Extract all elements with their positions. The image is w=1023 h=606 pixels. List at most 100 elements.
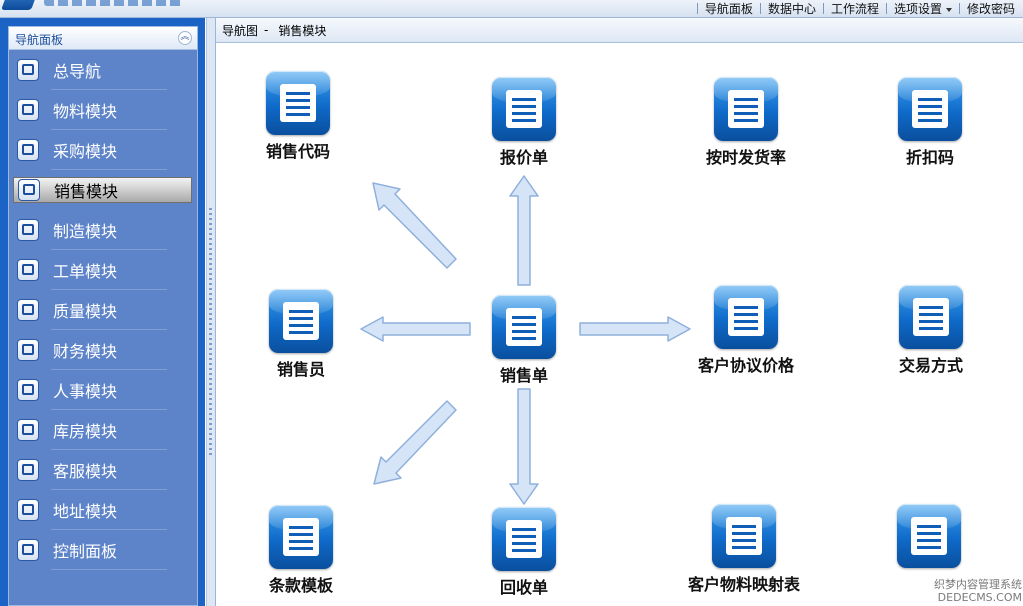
flow-arrows (360, 175, 691, 505)
home-icon (17, 59, 39, 81)
menu-separator (696, 3, 698, 14)
module-customer-contact[interactable] (859, 504, 999, 571)
module-ontime-delivery-rate[interactable]: 按时发货率 (676, 77, 816, 168)
nav-list: 总导航 物料模块 采购模块 销售模块 制造模块 工单模块 质量模块 财务模块 人… (9, 50, 197, 570)
module-label: 按时发货率 (705, 148, 786, 167)
sidebar-item-label: 人事模块 (53, 382, 118, 401)
quality-icon (17, 299, 39, 321)
module-terms-template[interactable]: 条款模板 (231, 505, 371, 596)
module-customer-price[interactable]: 客户协议价格 (676, 285, 816, 376)
sidebar-item-label: 库房模块 (53, 422, 118, 441)
module-payment-method[interactable]: 交易方式 (861, 285, 1001, 376)
sales-code-icon-glyph (280, 84, 316, 122)
arrow-to-quote (509, 175, 539, 286)
sidebar-item-label: 控制面板 (53, 542, 118, 561)
sidebar-item-label: 地址模块 (53, 502, 118, 521)
module-quote[interactable]: 报价单 (454, 77, 594, 168)
sidebar-item-label: 销售模块 (54, 182, 119, 201)
menu-separator (958, 3, 960, 14)
address-icon (17, 499, 39, 521)
module-label: 销售员 (276, 360, 325, 379)
menu-change-password[interactable]: 修改密码 (966, 2, 1015, 16)
module-discount-code[interactable]: 折扣码 (860, 77, 1000, 168)
ontime-delivery-icon (714, 77, 778, 141)
sidebar-item-label: 物料模块 (53, 102, 118, 121)
sidebar-item-label: 财务模块 (53, 342, 118, 361)
watermark-line1: 织梦内容管理系统 (934, 578, 1022, 591)
sidebar-item-sales[interactable]: 销售模块 (13, 177, 192, 203)
sidebar-item-workorder[interactable]: 工单模块 (9, 250, 197, 290)
discount-code-icon (898, 77, 962, 141)
sidebar-item-label: 质量模块 (53, 302, 118, 321)
module-label: 条款模板 (268, 576, 333, 595)
main-area: 导航图 - 销售模块 销售代码 (215, 18, 1023, 606)
sidebar-item-manufacturing[interactable]: 制造模块 (9, 210, 197, 250)
menu-separator (885, 3, 887, 14)
sidebar-item-purchasing[interactable]: 采购模块 (9, 130, 197, 170)
sidebar-item-label: 制造模块 (53, 222, 118, 241)
breadcrumb-separator: - (264, 23, 269, 37)
breadcrumb-root[interactable]: 导航图 (222, 23, 259, 38)
menu-data-center[interactable]: 数据中心 (767, 2, 816, 16)
sidebar-item-warehouse[interactable]: 库房模块 (9, 410, 197, 450)
return-receipt-icon (492, 507, 556, 571)
ontime-delivery-icon-glyph (728, 90, 764, 128)
menu-workflow[interactable]: 工作流程 (830, 2, 879, 16)
nav-panel-title: 导航面板 (15, 33, 64, 47)
module-label: 报价单 (499, 148, 548, 167)
arrow-to-salesperson (360, 316, 471, 342)
arrow-to-sales-code (372, 182, 457, 269)
factory-icon (17, 219, 39, 241)
nav-panel-header: 导航面板 ︽ (9, 27, 197, 50)
left-panel: 导航面板 ︽ 总导航 物料模块 采购模块 销售模块 制造模块 工单模块 质量模块… (0, 18, 205, 606)
module-sales-code[interactable]: 销售代码 (228, 71, 368, 162)
personnel-icon (17, 379, 39, 401)
customer-contact-icon-glyph (911, 517, 947, 555)
sidebar-item-quality[interactable]: 质量模块 (9, 290, 197, 330)
sidebar-item-general[interactable]: 总导航 (9, 50, 197, 90)
sidebar-item-materials[interactable]: 物料模块 (9, 90, 197, 130)
top-menu: 导航面板 数据中心 工作流程 选项设置 修改密码 (690, 0, 1015, 17)
customer-price-icon-glyph (728, 298, 764, 336)
sidebar-item-label: 工单模块 (53, 262, 118, 281)
sidebar-item-personnel[interactable]: 人事模块 (9, 370, 197, 410)
sidebar-item-label: 客服模块 (53, 462, 118, 481)
module-return-receipt[interactable]: 回收单 (454, 507, 594, 598)
menu-options[interactable]: 选项设置 (894, 0, 952, 17)
support-icon (17, 459, 39, 481)
sidebar-item-finance[interactable]: 财务模块 (9, 330, 197, 370)
terms-template-icon-glyph (283, 518, 319, 556)
arrow-to-terms-template (373, 400, 457, 485)
menu-nav-panel[interactable]: 导航面板 (704, 2, 753, 16)
sidebar-item-address[interactable]: 地址模块 (9, 490, 197, 530)
sidebar-item-label: 总导航 (53, 62, 102, 81)
splitter-grip (209, 208, 212, 458)
module-sales-order[interactable]: 销售单 (454, 295, 594, 386)
dollar-icon-glyph (913, 298, 949, 336)
module-customer-material-map[interactable]: 客户物料映射表 (674, 504, 814, 595)
module-salesperson[interactable]: 销售员 (231, 289, 371, 380)
watermark-line2: DEDECMS.COM (937, 591, 1022, 604)
module-label: 折扣码 (905, 148, 954, 167)
customer-contact-icon (897, 504, 961, 568)
workorder-icon (17, 259, 39, 281)
watermark: 织梦内容管理系统 DEDECMS.COM (934, 578, 1022, 604)
salesperson-icon (269, 289, 333, 353)
material-map-icon (712, 504, 776, 568)
arrow-to-receipt (509, 388, 539, 505)
module-label: 交易方式 (898, 356, 963, 375)
finance-icon (17, 339, 39, 361)
quote-icon (492, 77, 556, 141)
module-label: 客户物料映射表 (687, 575, 800, 594)
materials-icon (17, 99, 39, 121)
top-bar: 导航面板 数据中心 工作流程 选项设置 修改密码 (0, 0, 1023, 18)
logo (1, 0, 37, 10)
customer-price-icon (714, 285, 778, 349)
breadcrumb: 导航图 - 销售模块 (216, 18, 1023, 43)
module-label: 销售代码 (265, 142, 330, 161)
sidebar-item-control-panel[interactable]: 控制面板 (9, 530, 197, 570)
sidebar-item-support[interactable]: 客服模块 (9, 450, 197, 490)
dollar-icon (899, 285, 963, 349)
discount-code-icon-glyph (912, 90, 948, 128)
collapse-up-icon[interactable]: ︽ (178, 31, 192, 45)
